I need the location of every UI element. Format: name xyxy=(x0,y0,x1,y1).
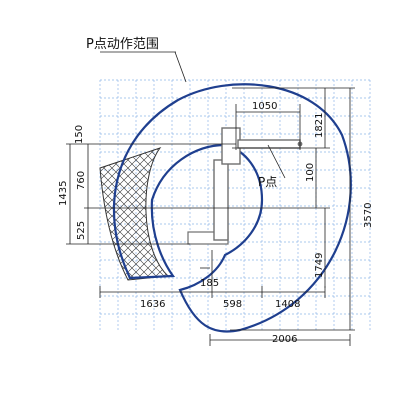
p-point-label: P点 xyxy=(258,175,277,189)
dim-185: 185 xyxy=(200,278,219,289)
dim-1749: 1749 xyxy=(314,253,325,278)
dim-760: 760 xyxy=(76,171,87,190)
dim-1408: 1408 xyxy=(275,299,300,310)
diagram-title: P点动作范围 xyxy=(86,37,159,52)
dim-2006: 2006 xyxy=(272,334,297,345)
robot-arm xyxy=(187,127,303,245)
dim-1636: 1636 xyxy=(140,299,165,310)
dim-100: 100 xyxy=(305,163,316,182)
dim-598: 598 xyxy=(223,299,242,310)
dim-1821: 1821 xyxy=(314,113,325,138)
dim-150: 150 xyxy=(74,125,85,144)
dim-525: 525 xyxy=(76,221,87,240)
dimension-lines xyxy=(66,51,355,346)
dim-1435: 1435 xyxy=(58,181,69,206)
motion-range-outline xyxy=(112,83,352,333)
dim-1050: 1050 xyxy=(252,101,277,112)
dim-3570: 3570 xyxy=(363,203,374,228)
robot-lower-link xyxy=(213,159,229,241)
